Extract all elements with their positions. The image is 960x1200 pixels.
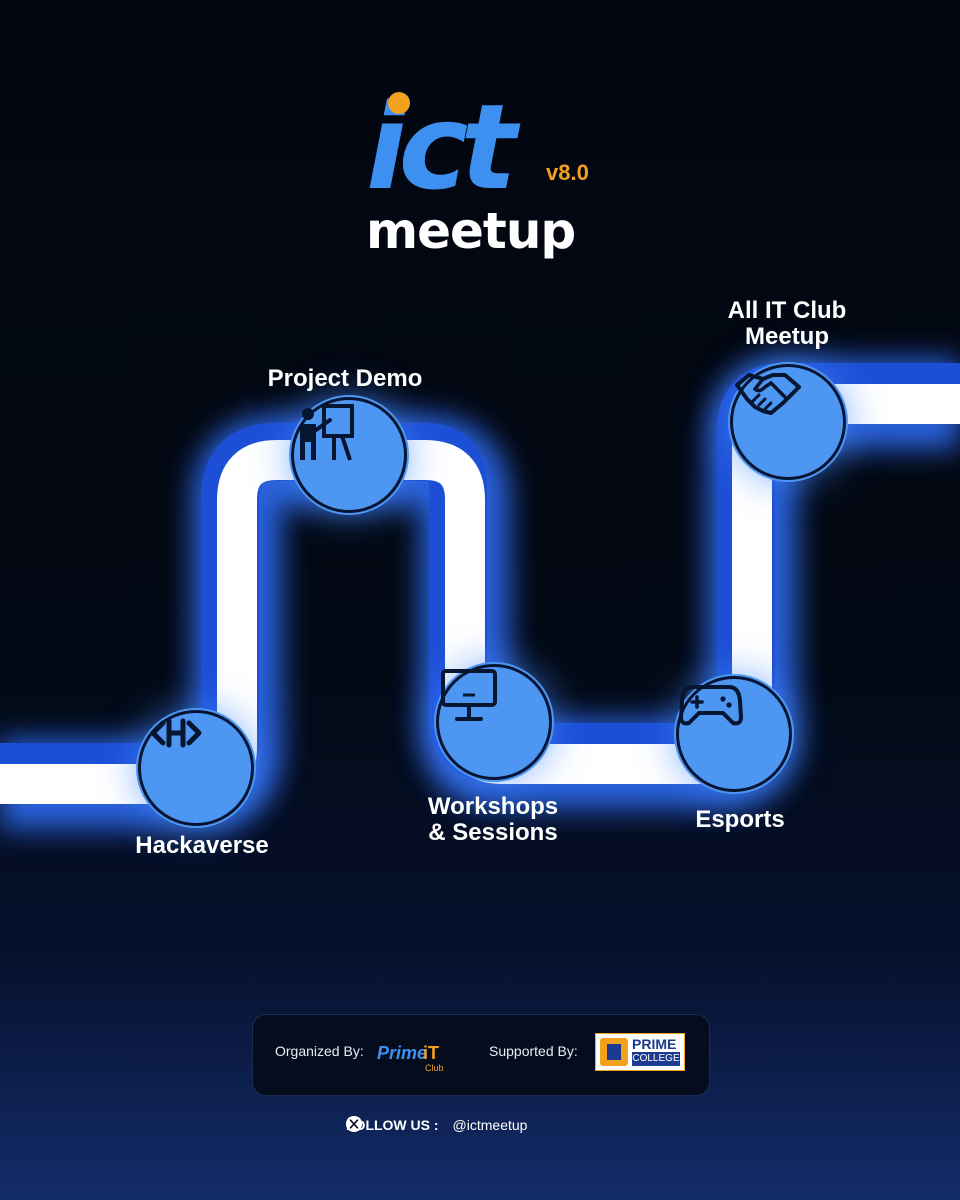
station-hackaverse xyxy=(138,710,254,826)
prime-college-logo: PRIME COLLEGE xyxy=(595,1033,685,1071)
prime-it-word2: iT xyxy=(423,1043,439,1063)
ict-meetup-logo: ict v8.0 meetup xyxy=(360,88,610,268)
presenter-board-icon xyxy=(300,404,354,461)
logo-meetup-text: meetup xyxy=(366,202,576,260)
prime-college-seal-icon xyxy=(600,1038,628,1066)
label-esports: Esports xyxy=(695,806,785,833)
code-brackets-icon xyxy=(150,718,202,748)
logo-orange-dot xyxy=(388,92,410,114)
x-icon[interactable] xyxy=(346,1116,362,1132)
logo-version: v8.0 xyxy=(546,160,589,185)
prime-it-club-logo: Prime iT Club xyxy=(377,1041,467,1077)
handshake-icon xyxy=(735,373,801,415)
organized-by-label: Organized By: xyxy=(275,1043,364,1059)
label-workshops: Workshops & Sessions xyxy=(427,793,559,846)
supported-by-label: Supported By: xyxy=(489,1043,578,1059)
station-esports xyxy=(676,676,792,792)
station-project-demo xyxy=(291,397,407,513)
follow-us-row: FOLLOW US : @ictmeetup xyxy=(346,1116,527,1134)
prime-it-word3: Club xyxy=(425,1063,444,1073)
label-project-demo: Project Demo xyxy=(267,365,423,392)
label-hackaverse: Hackaverse xyxy=(135,832,269,859)
social-handle[interactable]: @ictmeetup xyxy=(452,1117,528,1133)
prime-college-word1: PRIME xyxy=(632,1036,677,1052)
station-it-club-meetup xyxy=(730,364,846,480)
prime-it-word1: Prime xyxy=(377,1043,428,1063)
label-it-club-meetup: All IT Club Meetup xyxy=(727,297,847,350)
sponsor-box: Organized By: Prime iT Club Supported By… xyxy=(252,1014,710,1096)
follow-us-label: FOLLOW US : xyxy=(346,1117,439,1133)
station-workshops xyxy=(436,664,552,780)
prime-college-word2: COLLEGE xyxy=(632,1052,680,1066)
game-controller-icon xyxy=(679,685,743,726)
monitor-icon xyxy=(441,669,497,721)
